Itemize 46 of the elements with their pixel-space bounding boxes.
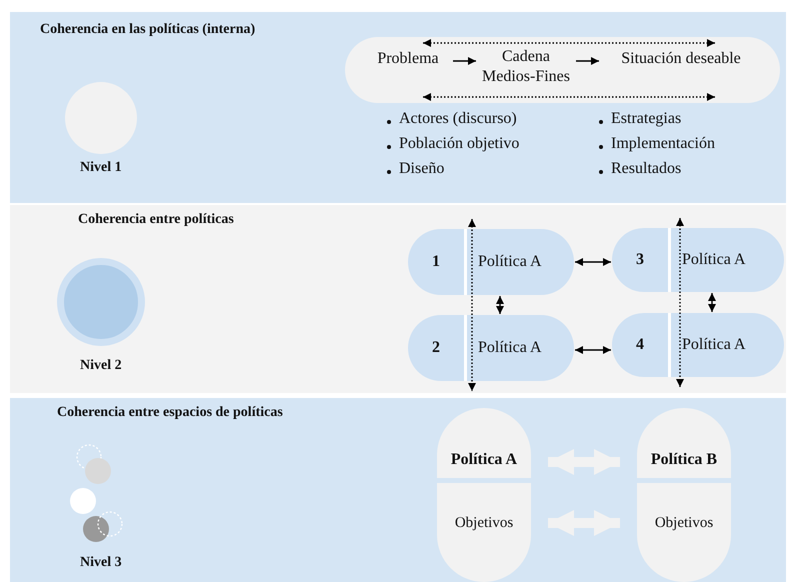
dotted-double-arrow: [423, 93, 715, 101]
pill-heading: Política A: [450, 450, 518, 470]
section-panel: [10, 398, 786, 582]
flow-label: Cadena Medios-Fines: [478, 47, 574, 89]
level-label: Nivel 3: [80, 555, 122, 571]
section-title: Coherencia entre políticas: [78, 212, 234, 228]
double-arrow: [708, 293, 716, 312]
bullet-item: Estrategias: [597, 110, 682, 128]
pill-label: Objetivos: [454, 514, 514, 533]
pill-label: Política A: [682, 335, 746, 355]
policy-pill: [612, 228, 784, 292]
dotted-double-arrow: [676, 218, 684, 387]
bullet-item: Población objetivo: [385, 135, 520, 153]
pill-label: Política A: [478, 338, 542, 358]
number-label: 3: [636, 250, 644, 270]
flow-label: Problema: [365, 49, 451, 71]
section-panel: [10, 205, 786, 393]
arrow: [576, 57, 599, 65]
pill-label: Objetivos: [654, 514, 714, 533]
policy-pill: [637, 408, 731, 582]
number-label: 2: [432, 338, 440, 358]
flow-label: Situación deseable: [601, 49, 761, 71]
double-arrow: [548, 510, 620, 536]
dotted-double-arrow: [423, 39, 715, 47]
section-title: Coherencia entre espacios de políticas: [57, 405, 283, 421]
double-arrow: [548, 449, 620, 475]
double-arrow: [575, 346, 611, 354]
section-panel: [10, 12, 786, 203]
policy-pill: [612, 313, 784, 377]
bullet-item: Implementación: [597, 135, 715, 153]
policy-pill: [437, 408, 531, 582]
level-label: Nivel 1: [80, 160, 122, 176]
section-title: Coherencia en las políticas (interna): [40, 22, 256, 38]
double-arrow: [496, 296, 504, 314]
pill-label: Política A: [682, 250, 746, 270]
bullet-item: Resultados: [597, 160, 682, 178]
pill-heading: Política B: [650, 450, 718, 470]
number-label: 4: [636, 335, 644, 355]
number-label: 1: [432, 252, 440, 272]
dotted-double-arrow: [468, 219, 476, 391]
bullet-item: Actores (discurso): [385, 110, 517, 128]
pill-label: Política A: [478, 252, 542, 272]
arrow: [453, 57, 476, 65]
bullet-item: Diseño: [385, 160, 444, 178]
level-label: Nivel 2: [80, 358, 122, 374]
double-arrow: [575, 258, 611, 266]
